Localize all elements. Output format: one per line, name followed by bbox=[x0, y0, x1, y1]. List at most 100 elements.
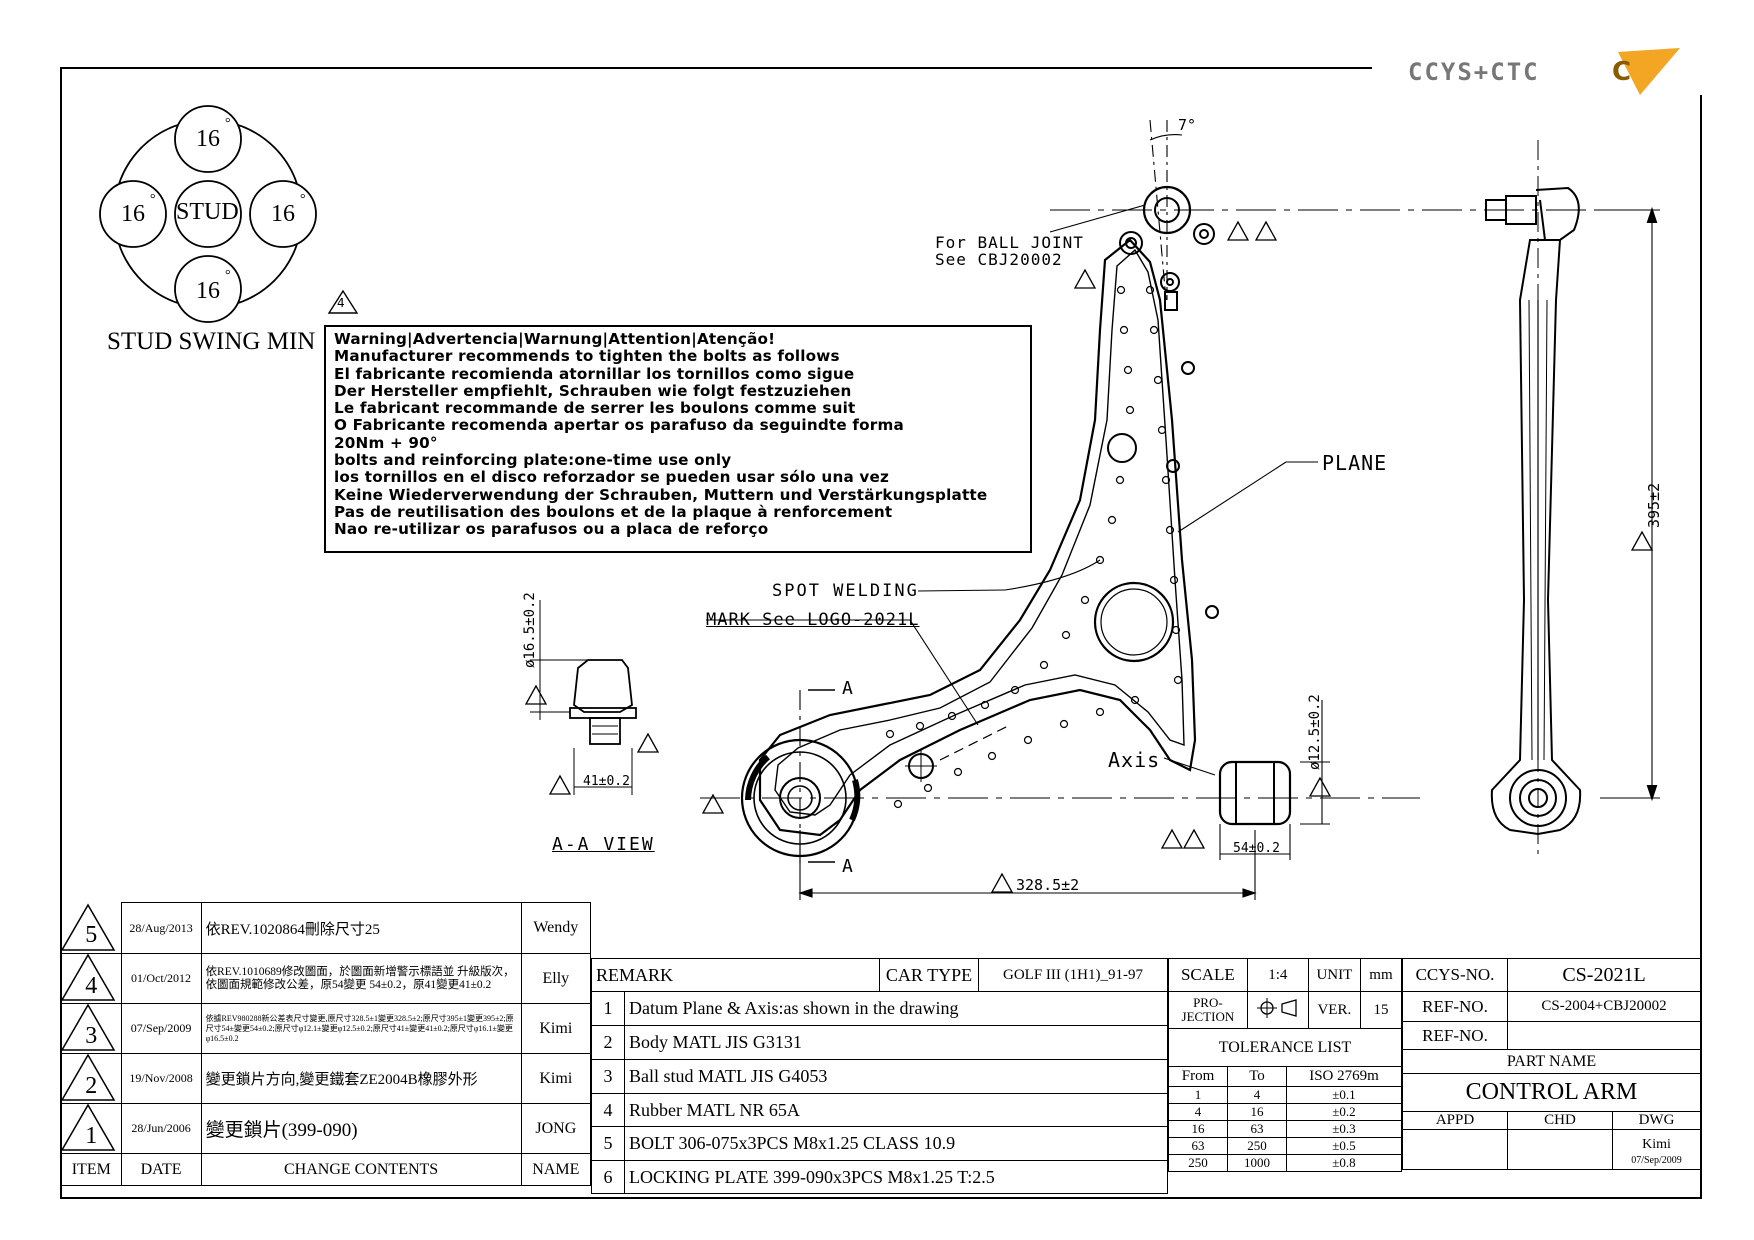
tol-from: 63 bbox=[1168, 1137, 1228, 1155]
warning-marker-num: 4 bbox=[337, 296, 345, 310]
tol-from: 1 bbox=[1168, 1086, 1228, 1104]
rev-header-item: ITEM bbox=[61, 1153, 122, 1186]
rev-item: 1 bbox=[85, 1123, 98, 1149]
rev-change: 依REV.1010689修改圖面，於圖面新增警示標語並 升級版次，依圖面規範修改… bbox=[200, 953, 522, 1004]
remark-row: 5 BOLT 306-075x3PCS M8x1.25 CLASS 10.9 bbox=[591, 1126, 1168, 1161]
rev-date: 07/Sep/2009 bbox=[120, 1003, 202, 1054]
warning-line: los tornillos en el disco reforzador se … bbox=[334, 468, 890, 487]
revision-row: 2 19/Nov/2008 變更鎖片方向,變更鐵套ZE2004B橡膠外形 Kim… bbox=[61, 1053, 592, 1104]
ref-label-2: REF-NO. bbox=[1402, 1021, 1508, 1050]
ccys-label: CCYS-NO. bbox=[1402, 958, 1508, 992]
tol-iso-header: ISO 2769m bbox=[1286, 1066, 1402, 1087]
scale-table: SCALE 1:4 UNIT mm PRO- JECTION VER. 15 bbox=[1168, 958, 1403, 1029]
revision-row: 5 28/Aug/2013 依REV.1020864刪除尺寸25 Wendy bbox=[61, 902, 592, 954]
remark-row: 6 LOCKING PLATE 399-090x3PCS M8x1.25 T:2… bbox=[591, 1160, 1168, 1194]
warning-line: Le fabricant recommande de serrer les bo… bbox=[334, 399, 856, 418]
dim-395: 395±2 bbox=[1645, 482, 1663, 528]
ver-value: 15 bbox=[1359, 991, 1403, 1029]
rev-header-name: NAME bbox=[520, 1153, 592, 1186]
rev-name: Wendy bbox=[520, 902, 592, 954]
stud-right-deg: ° bbox=[300, 192, 306, 207]
stud-left-value: 16 bbox=[121, 201, 145, 227]
tol-from: 16 bbox=[1168, 1120, 1228, 1138]
tolerance-title: TOLERANCE LIST bbox=[1168, 1028, 1402, 1067]
warning-line: Nao re-utilizar os parafusos ou a placa … bbox=[334, 520, 769, 539]
remark-row: 1 Datum Plane & Axis:as shown in the dra… bbox=[591, 991, 1168, 1026]
rev-item: 4 bbox=[85, 973, 98, 999]
tol-value: ±0.8 bbox=[1286, 1154, 1402, 1172]
projection-label: PRO- JECTION bbox=[1168, 991, 1248, 1029]
ver-label: VER. bbox=[1307, 991, 1361, 1029]
remark-row: 2 Body MATL JIS G3131 bbox=[591, 1025, 1168, 1060]
stud-swing-title: STUD SWING MIN bbox=[107, 328, 316, 355]
rev-date: 19/Nov/2008 bbox=[120, 1053, 202, 1104]
remark-row: 3 Ball stud MATL JIS G4053 bbox=[591, 1059, 1168, 1094]
construction-lines bbox=[700, 119, 1660, 900]
tol-to: 250 bbox=[1227, 1137, 1287, 1155]
car-type-value: GOLF III (1H1)_91-97 bbox=[978, 958, 1168, 992]
remark-text: LOCKING PLATE 399-090x3PCS M8x1.25 T:2.5 bbox=[624, 1160, 1168, 1194]
warning-line: Manufacturer recommends to tighten the b… bbox=[334, 347, 840, 366]
tol-to: 4 bbox=[1227, 1086, 1287, 1104]
rev-header-date: DATE bbox=[120, 1153, 202, 1186]
remark-text: Rubber MATL NR 65A bbox=[624, 1093, 1168, 1127]
revision-table: 5 28/Aug/2013 依REV.1020864刪除尺寸25 Wendy 4… bbox=[61, 902, 592, 1186]
stud-bottom-value: 16 bbox=[196, 278, 220, 304]
dim-41: 41±0.2 bbox=[583, 774, 630, 789]
remark-num: 5 bbox=[591, 1126, 625, 1161]
tol-to: 1000 bbox=[1227, 1154, 1287, 1172]
aa-view bbox=[530, 600, 637, 795]
stud-swing-diagram bbox=[99, 105, 317, 323]
spot-welding-label: SPOT WELDING bbox=[772, 581, 919, 601]
stud-bottom-deg: ° bbox=[225, 268, 231, 283]
remark-num: 3 bbox=[591, 1059, 625, 1094]
remark-text: Body MATL JIS G3131 bbox=[624, 1025, 1168, 1060]
remark-row: 4 Rubber MATL NR 65A bbox=[591, 1093, 1168, 1127]
rev-name: JONG bbox=[520, 1103, 592, 1154]
tol-value: ±0.2 bbox=[1286, 1103, 1402, 1121]
projection-icon bbox=[1256, 997, 1297, 1018]
scale-value: 1:4 bbox=[1246, 958, 1309, 992]
mark-logo-label: MARK See LOGO-2021L bbox=[706, 610, 920, 630]
tol-to-header: To bbox=[1227, 1066, 1287, 1087]
warning-line: 20Nm + 90° bbox=[334, 433, 438, 452]
tol-to: 16 bbox=[1227, 1103, 1287, 1121]
section-a-bottom: A bbox=[842, 856, 853, 877]
rev-change: 依據REV980288新公差表尺寸變更,原尺寸328.5±1變更328.5±2;… bbox=[200, 1003, 522, 1054]
remark-num: 4 bbox=[591, 1093, 625, 1127]
car-type-label: CAR TYPE bbox=[879, 958, 979, 992]
unit-label: UNIT bbox=[1307, 958, 1361, 992]
remark-num: 2 bbox=[591, 1025, 625, 1060]
dim-12-5: ø12.5±0.2 bbox=[1307, 694, 1323, 770]
chd-label: CHD bbox=[1507, 1111, 1613, 1130]
tol-from-header: From bbox=[1168, 1066, 1228, 1087]
ref-label: REF-NO. bbox=[1402, 991, 1508, 1022]
rev-date: 01/Oct/2012 bbox=[120, 953, 202, 1004]
ref-value-1: CS-2004+CBJ20002 bbox=[1507, 991, 1701, 1022]
dwg-date: 07/Sep/2009 bbox=[1631, 1155, 1682, 1166]
part-info-table: CCYS-NO. CS-2021L REF-NO. CS-2004+CBJ200… bbox=[1402, 958, 1701, 1170]
stud-top-deg: ° bbox=[225, 116, 231, 131]
tol-value: ±0.3 bbox=[1286, 1120, 1402, 1138]
logo-text: CCYS+CTC bbox=[1408, 58, 1540, 86]
warning-box: Warning|Advertencia|Warnung|Attention|At… bbox=[324, 325, 1032, 553]
ball-joint-label-1: For BALL JOINT bbox=[935, 233, 1084, 252]
rev-name: Elly bbox=[520, 953, 592, 1004]
plane-label: PLANE bbox=[1322, 451, 1388, 475]
revision-row: 4 01/Oct/2012 依REV.1010689修改圖面，於圖面新增警示標語… bbox=[61, 953, 592, 1004]
warning-line: O Fabricante recomenda apertar os parafu… bbox=[334, 416, 904, 435]
warning-line: bolts and reinforcing plate:one-time use… bbox=[334, 451, 732, 470]
tol-to: 63 bbox=[1227, 1120, 1287, 1138]
rev-change: 變更鎖片方向,變更鐵套ZE2004B橡膠外形 bbox=[200, 1053, 522, 1104]
part-name-value: CONTROL ARM bbox=[1402, 1073, 1701, 1112]
revision-row: 1 28/Jun/2006 變更鎖片(399-090) JONG bbox=[61, 1103, 592, 1154]
rev-change: 變更鎖片(399-090) bbox=[200, 1103, 522, 1154]
ball-joint-label-2: See CBJ20002 bbox=[935, 250, 1063, 269]
rev-name: Kimi bbox=[520, 1053, 592, 1104]
rev-item: 2 bbox=[85, 1073, 98, 1099]
